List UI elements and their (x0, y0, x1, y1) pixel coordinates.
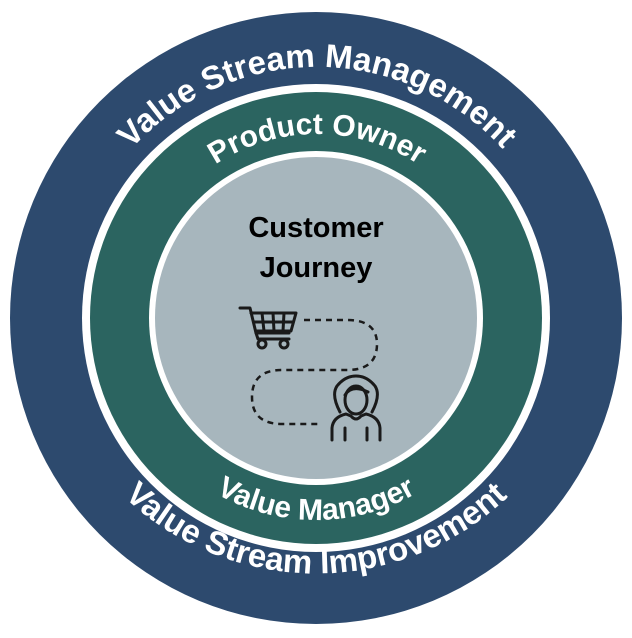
customer-journey-title-line2: Journey (259, 252, 373, 284)
customer-journey-title: Customer Journey (216, 208, 416, 288)
inner-core (155, 157, 477, 479)
shopping-cart-icon (238, 306, 298, 350)
customer-person-icon (330, 374, 382, 442)
customer-journey-title-line1: Customer (248, 212, 384, 244)
